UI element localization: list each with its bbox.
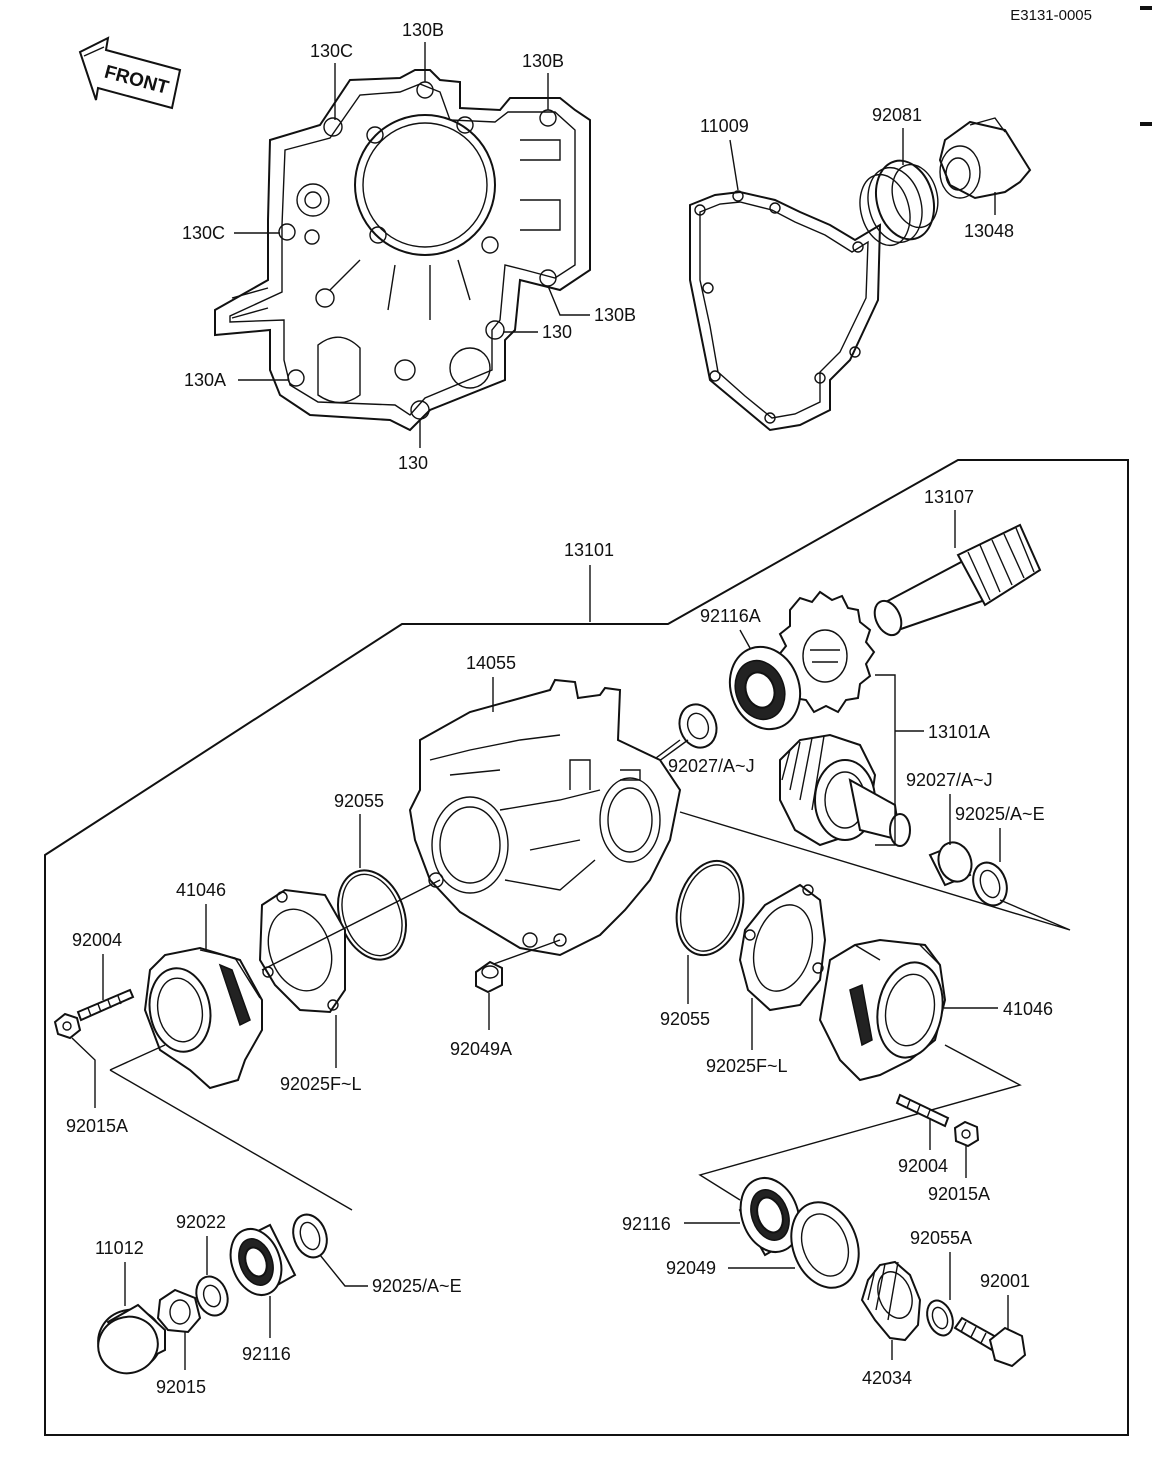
callout-92004-left: 92004 (72, 930, 122, 950)
callout-92116a: 92116A (700, 606, 761, 626)
spacer-92049a (475, 960, 503, 994)
callout-13107: 13107 (924, 487, 974, 507)
cap-11012 (97, 1303, 166, 1375)
seal-92049 (790, 1201, 860, 1289)
callout-42034: 42034 (862, 1368, 912, 1388)
callout-130-mid: 130 (542, 322, 572, 342)
callout-92055a: 92055A (910, 1228, 972, 1248)
collar-92027-right (928, 841, 973, 887)
callout-92015: 92015 (156, 1377, 206, 1397)
housing-41046-left (143, 946, 263, 1090)
callout-14055: 14055 (466, 653, 516, 673)
callout-92025-left: 92025/A~E (372, 1276, 462, 1296)
callout-130-bottom: 130 (398, 453, 428, 473)
gear-case-14055 (408, 678, 682, 957)
callout-130a: 130A (184, 370, 226, 390)
callout-92081: 92081 (872, 105, 922, 125)
seal-92025-right (972, 861, 1008, 907)
callout-130b-lower: 130B (594, 305, 636, 325)
callout-92025f-right: 92025F~L (706, 1056, 788, 1076)
gasket-92025f-right (738, 883, 827, 1012)
margin-mark-mid (1140, 122, 1152, 126)
reference-code: E3131-0005 (1010, 7, 1092, 24)
seal-92025-left (292, 1213, 328, 1259)
nut-92015a-right (953, 1120, 980, 1148)
bearing-92116-right (738, 1177, 802, 1257)
spring-92081 (859, 159, 939, 247)
callout-92116-left: 92116 (242, 1344, 291, 1364)
housing-41046-right (818, 938, 947, 1082)
bevel-gear-13101a (779, 733, 911, 847)
callout-13101a: 13101A (928, 722, 990, 742)
callout-13101: 13101 (564, 540, 614, 560)
callout-92025-right: 92025/A~E (955, 804, 1045, 824)
callout-92055-left: 92055 (334, 791, 384, 811)
bearing-92116a (728, 645, 802, 731)
callout-92001: 92001 (980, 1271, 1030, 1291)
callout-92015a-left: 92015A (66, 1116, 128, 1136)
callout-92015a-right: 92015A (928, 1184, 990, 1204)
shaft-13107 (873, 523, 1042, 637)
callout-92116-right: 92116 (622, 1214, 671, 1234)
washer-92022 (195, 1275, 229, 1317)
gear-42034 (860, 1260, 922, 1342)
stud-92004-right (895, 1093, 950, 1128)
bearing-92116-left (229, 1223, 297, 1296)
callout-130c-left: 130C (182, 223, 225, 243)
callout-130c-top: 130C (310, 41, 353, 61)
front-label: FRONT (102, 62, 171, 99)
o-ring-92055-right (675, 859, 745, 957)
nut-92015a-left (53, 1012, 82, 1040)
washer-92055a (926, 1299, 954, 1337)
callout-92027-right: 92027/A~J (906, 770, 993, 790)
callout-92004-right: 92004 (898, 1156, 948, 1176)
callout-130b-right: 130B (522, 51, 564, 71)
nut-92015 (156, 1288, 202, 1334)
case-gasket-130 (214, 69, 591, 432)
cover-gasket-11009 (689, 190, 882, 432)
stud-92004-left (76, 988, 135, 1022)
callout-92049a: 92049A (450, 1039, 512, 1059)
callout-41046-right: 41046 (1003, 999, 1053, 1019)
callout-11009: 11009 (700, 116, 749, 136)
callout-92055-right: 92055 (660, 1009, 710, 1029)
bolt-92001 (953, 1316, 1027, 1368)
callout-11012: 11012 (95, 1238, 144, 1258)
callout-92049: 92049 (666, 1258, 716, 1278)
callout-130b-top: 130B (402, 20, 444, 40)
cam-13048 (938, 117, 1032, 200)
callout-92025f-left: 92025F~L (280, 1074, 362, 1094)
callout-13048: 13048 (964, 221, 1014, 241)
front-direction-arrow: FRONT (78, 36, 182, 110)
callout-92022: 92022 (176, 1212, 226, 1232)
margin-mark-top (1140, 6, 1152, 10)
assembly-frame-13101 (44, 459, 1129, 1436)
collar-92027-left (678, 703, 718, 749)
callout-92027-left: 92027/A~J (668, 756, 755, 776)
gasket-92025f-left (258, 888, 346, 1014)
sprocket-gear (776, 590, 876, 714)
callout-41046-left: 41046 (176, 880, 226, 900)
